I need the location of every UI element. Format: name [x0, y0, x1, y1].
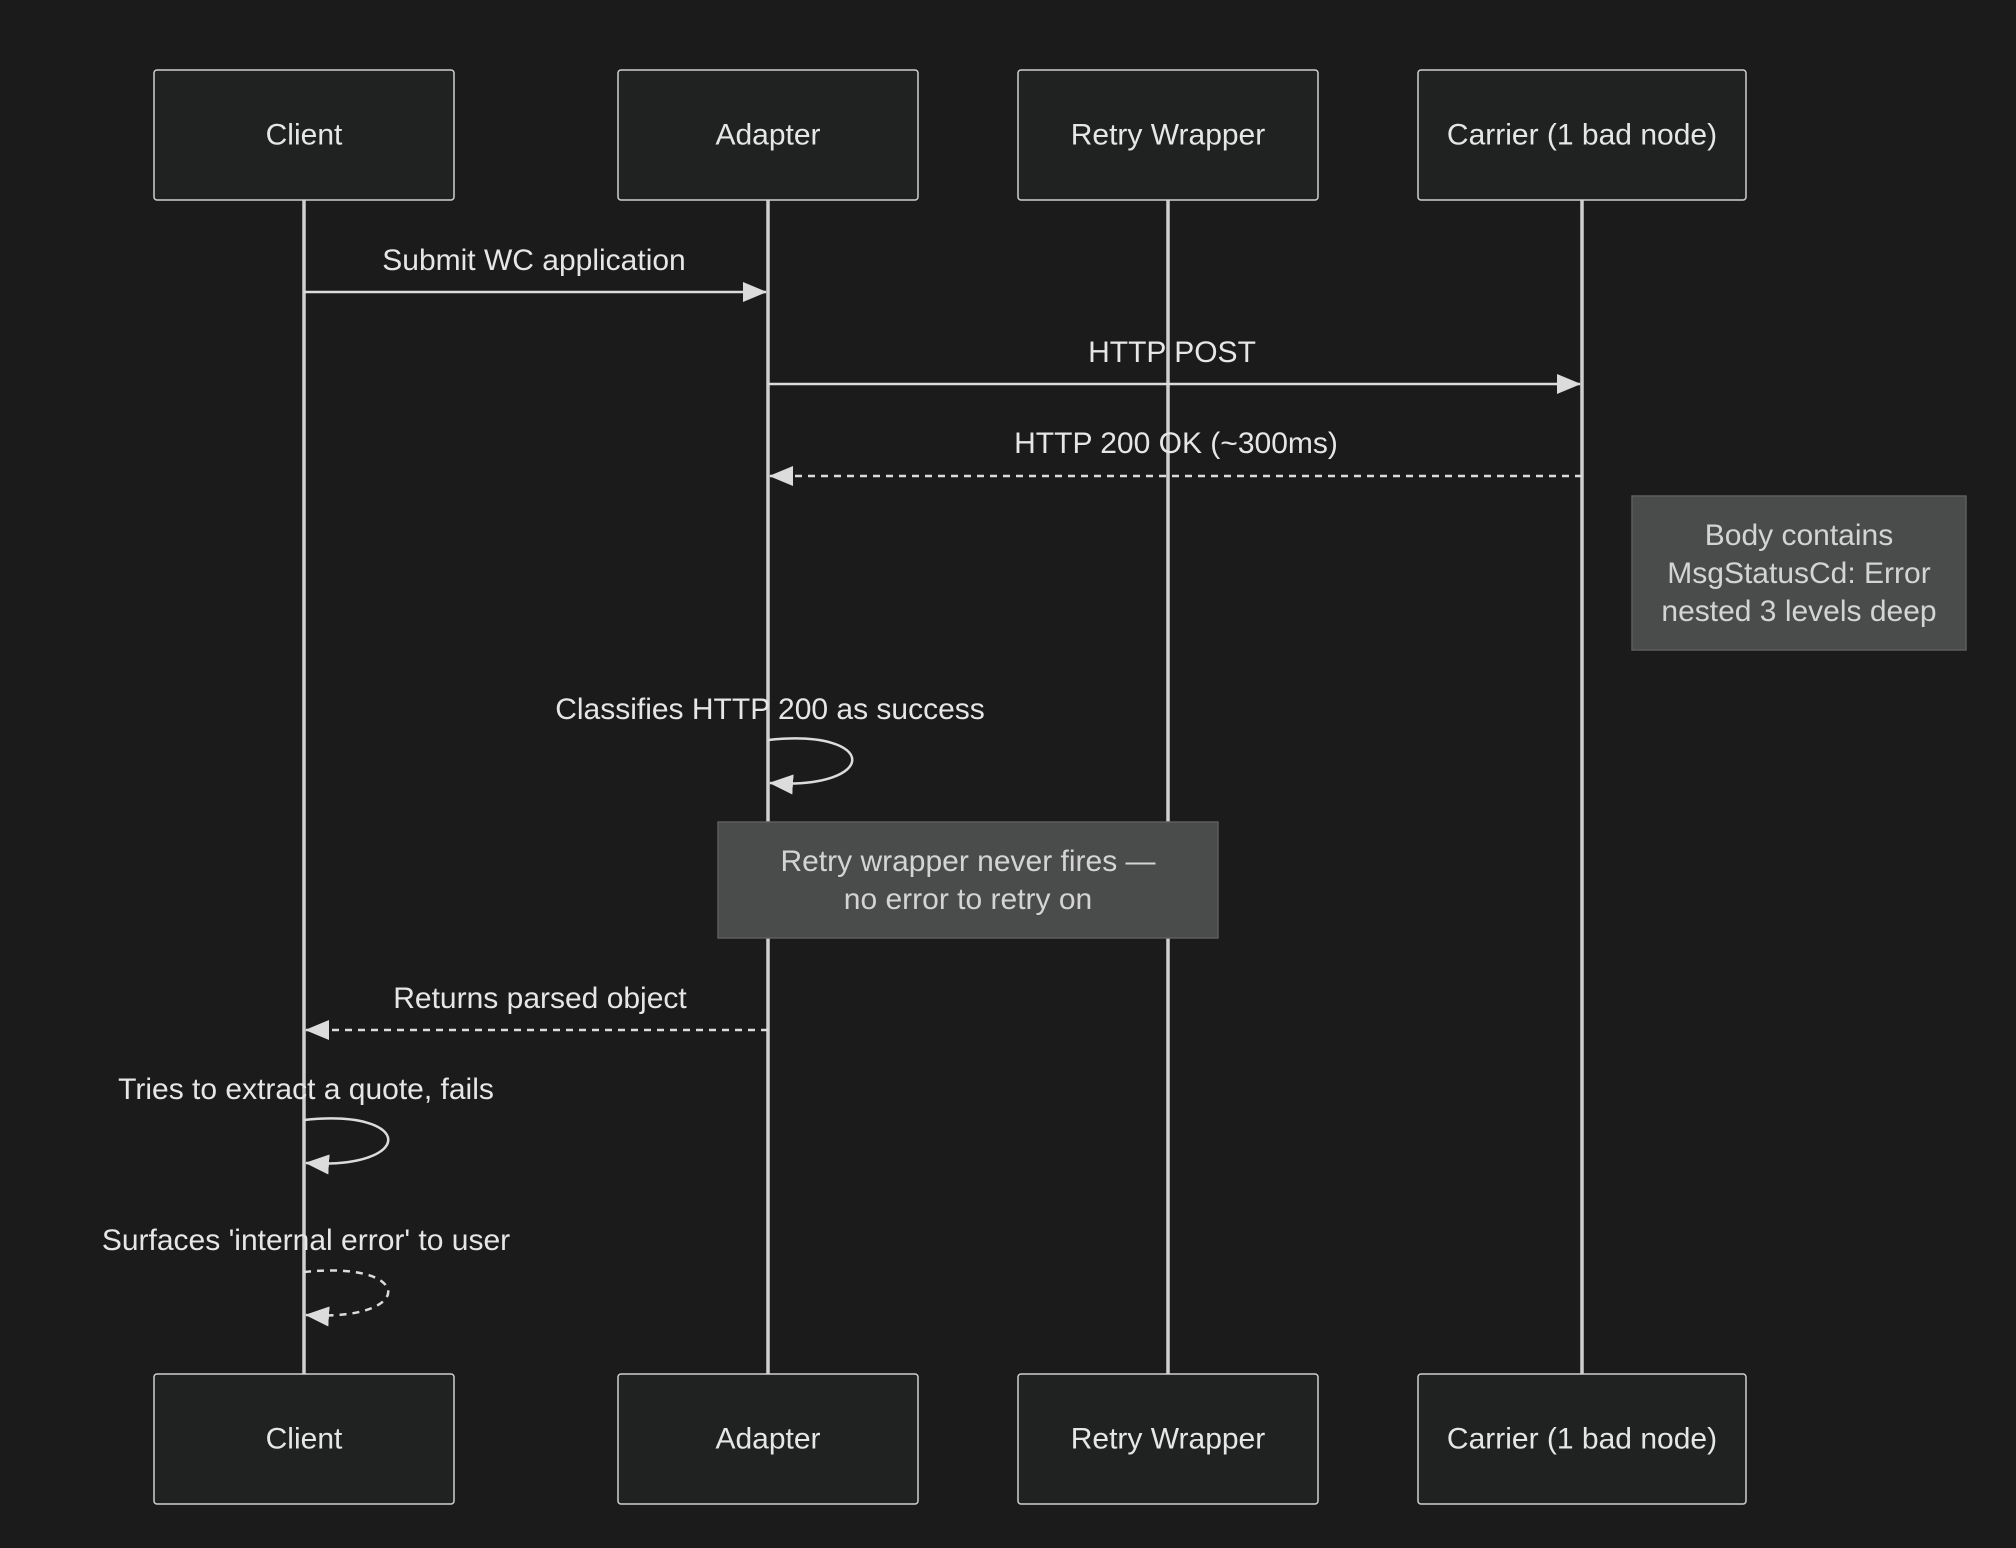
message-label-surfaces: Surfaces 'internal error' to user [102, 1224, 510, 1257]
actor-retry-wrapper-bottom: Retry Wrapper [1017, 1373, 1319, 1505]
actor-retry-wrapper-top: Retry Wrapper [1017, 69, 1319, 201]
actor-label: Adapter [715, 119, 820, 152]
actor-client-top: Client [153, 69, 455, 201]
actor-adapter-top: Adapter [617, 69, 919, 201]
actor-carrier-top: Carrier (1 bad node) [1417, 69, 1747, 201]
message-label-classifies: Classifies HTTP 200 as success [555, 693, 985, 726]
note-retry-never-fires: Retry wrapper never fires — no error to … [717, 821, 1219, 939]
message-label-http-200: HTTP 200 OK (~300ms) [1014, 427, 1338, 460]
note-line: Retry wrapper never fires — [780, 845, 1155, 878]
actor-label: Retry Wrapper [1071, 1423, 1266, 1456]
actor-client-bottom: Client [153, 1373, 455, 1505]
actor-label: Client [266, 1423, 343, 1456]
actor-label: Client [266, 119, 343, 152]
self-arrow-classifies [767, 737, 854, 795]
note-body-contains: Body contains MsgStatusCd: Error nested … [1631, 495, 1967, 651]
actor-label: Adapter [715, 1423, 820, 1456]
actor-label: Retry Wrapper [1071, 119, 1266, 152]
message-label-submit: Submit WC application [382, 244, 685, 277]
note-line: nested 3 levels deep [1661, 595, 1936, 628]
note-line: no error to retry on [844, 883, 1092, 916]
actor-label: Carrier (1 bad node) [1447, 119, 1717, 152]
note-line: MsgStatusCd: Error [1667, 557, 1930, 590]
self-arrow-surfaces [303, 1269, 390, 1327]
message-label-tries: Tries to extract a quote, fails [118, 1073, 494, 1106]
actor-adapter-bottom: Adapter [617, 1373, 919, 1505]
note-line: Body contains [1705, 519, 1893, 552]
message-label-returns: Returns parsed object [393, 982, 687, 1015]
actor-carrier-bottom: Carrier (1 bad node) [1417, 1373, 1747, 1505]
actor-label: Carrier (1 bad node) [1447, 1423, 1717, 1456]
message-label-http-post: HTTP POST [1088, 336, 1256, 369]
self-arrow-tries [303, 1117, 390, 1175]
